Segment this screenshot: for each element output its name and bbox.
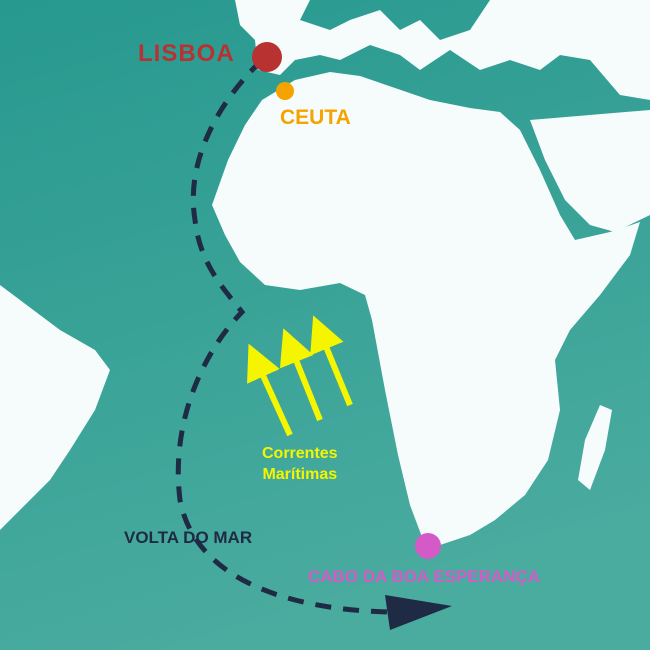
lisboa-marker-icon — [252, 42, 282, 72]
label-lisboa: LISBOA — [138, 40, 235, 67]
label-volta-do-mar: VOLTA DO MAR — [124, 528, 253, 547]
volta-do-mar-route — [175, 58, 391, 615]
label-correntes-line1: Correntes — [262, 445, 338, 462]
route-arrowhead-icon — [385, 595, 452, 630]
current-arrow-icon — [279, 328, 323, 422]
label-correntes-line2: Marítimas — [262, 466, 338, 483]
current-arrow-icon — [310, 315, 353, 407]
label-correntes: Correntes Marítimas — [262, 443, 338, 485]
label-cabo: CABO DA BOA ESPERANÇA — [308, 567, 541, 586]
current-arrow-icon — [247, 343, 293, 437]
africa-land — [212, 72, 640, 545]
south-america-land — [0, 285, 110, 530]
europe-land — [235, 0, 650, 100]
arabia-land — [530, 110, 650, 232]
madagascar-land — [578, 405, 612, 490]
current-arrows — [247, 315, 353, 437]
ceuta-marker-icon — [276, 82, 294, 100]
label-ceuta: CEUTA — [280, 106, 351, 129]
cabo-marker-icon — [415, 533, 441, 559]
